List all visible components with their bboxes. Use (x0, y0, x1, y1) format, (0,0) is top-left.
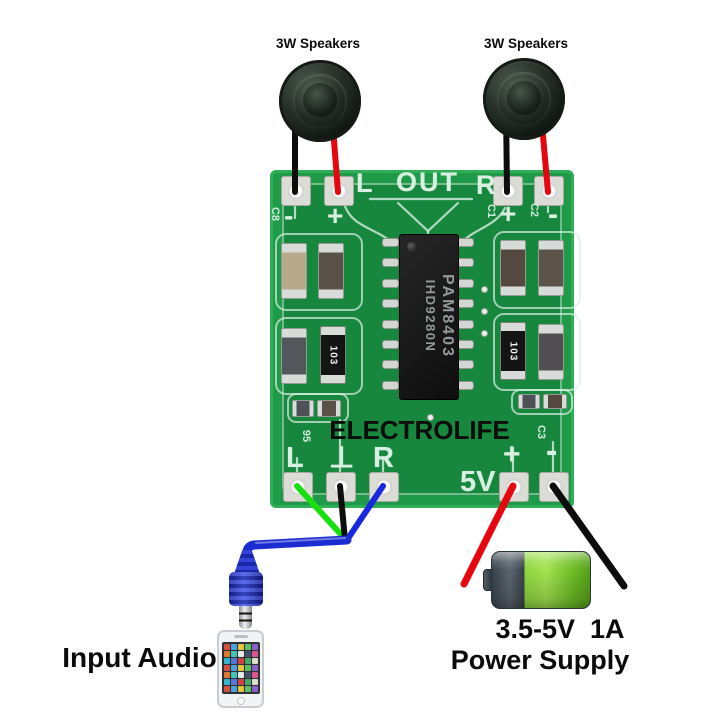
app-icon (238, 658, 244, 664)
via (427, 414, 434, 421)
capacitor (281, 328, 307, 384)
wire-audio-green (294, 483, 349, 543)
via (481, 330, 488, 337)
capacitor (318, 243, 344, 299)
speaker-cone (497, 72, 551, 126)
app-icon (245, 672, 251, 678)
app-icon (252, 679, 258, 685)
power-supply-label: Power Supply (450, 645, 630, 675)
speaker-cone (293, 74, 347, 128)
speaker-dome (303, 83, 337, 117)
input-audio-label: Input Audio (62, 642, 217, 673)
app-icon (245, 679, 251, 685)
capacitor (543, 394, 567, 409)
app-icon (238, 665, 244, 671)
capacitor (538, 240, 564, 296)
wire-audio-blue (344, 483, 386, 543)
app-icon (245, 651, 251, 657)
app-icon (224, 679, 230, 685)
speaker-left-label: 3W Speakers (275, 36, 361, 51)
label-5v: 5V (460, 466, 496, 498)
capacitor (292, 400, 314, 417)
jack-body (229, 572, 263, 606)
label-in-r: R (373, 442, 394, 474)
speaker-left (279, 60, 361, 142)
app-icon (238, 672, 244, 678)
app-icon (224, 651, 230, 657)
via (481, 308, 488, 315)
resistor-103-right: 103 (500, 322, 526, 380)
via (481, 286, 488, 293)
mark-power-minus: - (546, 432, 558, 470)
app-icon (231, 686, 237, 692)
label-out: OUT (396, 167, 459, 197)
resistor-103-left: 103 (320, 326, 346, 384)
audio-cable-highlight (255, 537, 346, 544)
chip-pin (382, 360, 399, 370)
capacitor (500, 240, 526, 296)
chip-pin (382, 380, 399, 390)
mark-minus: - (284, 200, 294, 231)
app-icon (238, 651, 244, 657)
phone-screen (222, 642, 260, 694)
app-icon (252, 686, 258, 692)
app-icon (252, 644, 258, 650)
app-icon (238, 679, 244, 685)
capacitor (317, 400, 341, 417)
app-icon (231, 651, 237, 657)
app-icon (252, 651, 258, 657)
chip-pin (382, 319, 399, 329)
wire-power-black (549, 482, 628, 590)
app-icon (238, 686, 244, 692)
capacitor (538, 324, 564, 380)
app-icon (224, 644, 230, 650)
phone-earpiece (234, 635, 248, 638)
app-icon (224, 686, 230, 692)
capacitor (518, 394, 540, 409)
label-out-r: R (476, 170, 496, 200)
label-in-l: L (286, 442, 304, 474)
mark-power-plus: + (503, 438, 521, 471)
speaker-dome (507, 81, 541, 115)
app-icon (231, 665, 237, 671)
wire-power-red (460, 482, 517, 588)
label-out-l: L (356, 168, 373, 198)
phone-home-button (237, 697, 245, 705)
app-icon (245, 665, 251, 671)
app-icon (231, 679, 237, 685)
amp-chip (399, 234, 459, 400)
app-icon (238, 644, 244, 650)
app-icon (224, 665, 230, 671)
app-icon (231, 658, 237, 664)
wire-audio-black (337, 483, 348, 543)
app-icon (231, 644, 237, 650)
speaker-right (483, 58, 565, 140)
power-rating-label: 3.5-5V 1A (495, 614, 625, 644)
mark-plus: + (327, 200, 344, 231)
app-icon (231, 672, 237, 678)
label-in-gnd: ⊥ (329, 442, 355, 474)
mark-plus: + (500, 198, 517, 229)
chip-pin (382, 238, 399, 247)
jack-35mm-plug (239, 606, 252, 629)
capacitor (281, 243, 307, 299)
chip-pin (382, 340, 399, 349)
app-icon (252, 672, 258, 678)
app-icon (252, 665, 258, 671)
brand-watermark: ELECTROLIFE (329, 415, 510, 445)
battery (491, 551, 591, 609)
app-icon (224, 658, 230, 664)
chip-notch (407, 242, 417, 252)
chip-pin (382, 258, 399, 268)
app-icon (245, 686, 251, 692)
app-icon (224, 672, 230, 678)
app-icon (245, 644, 251, 650)
app-icon (245, 658, 251, 664)
chip-pin (382, 299, 399, 309)
speaker-right-label: 3W Speakers (483, 36, 569, 51)
chip-pin (382, 278, 399, 288)
mark-minus: - (548, 198, 558, 231)
app-icon (252, 658, 258, 664)
